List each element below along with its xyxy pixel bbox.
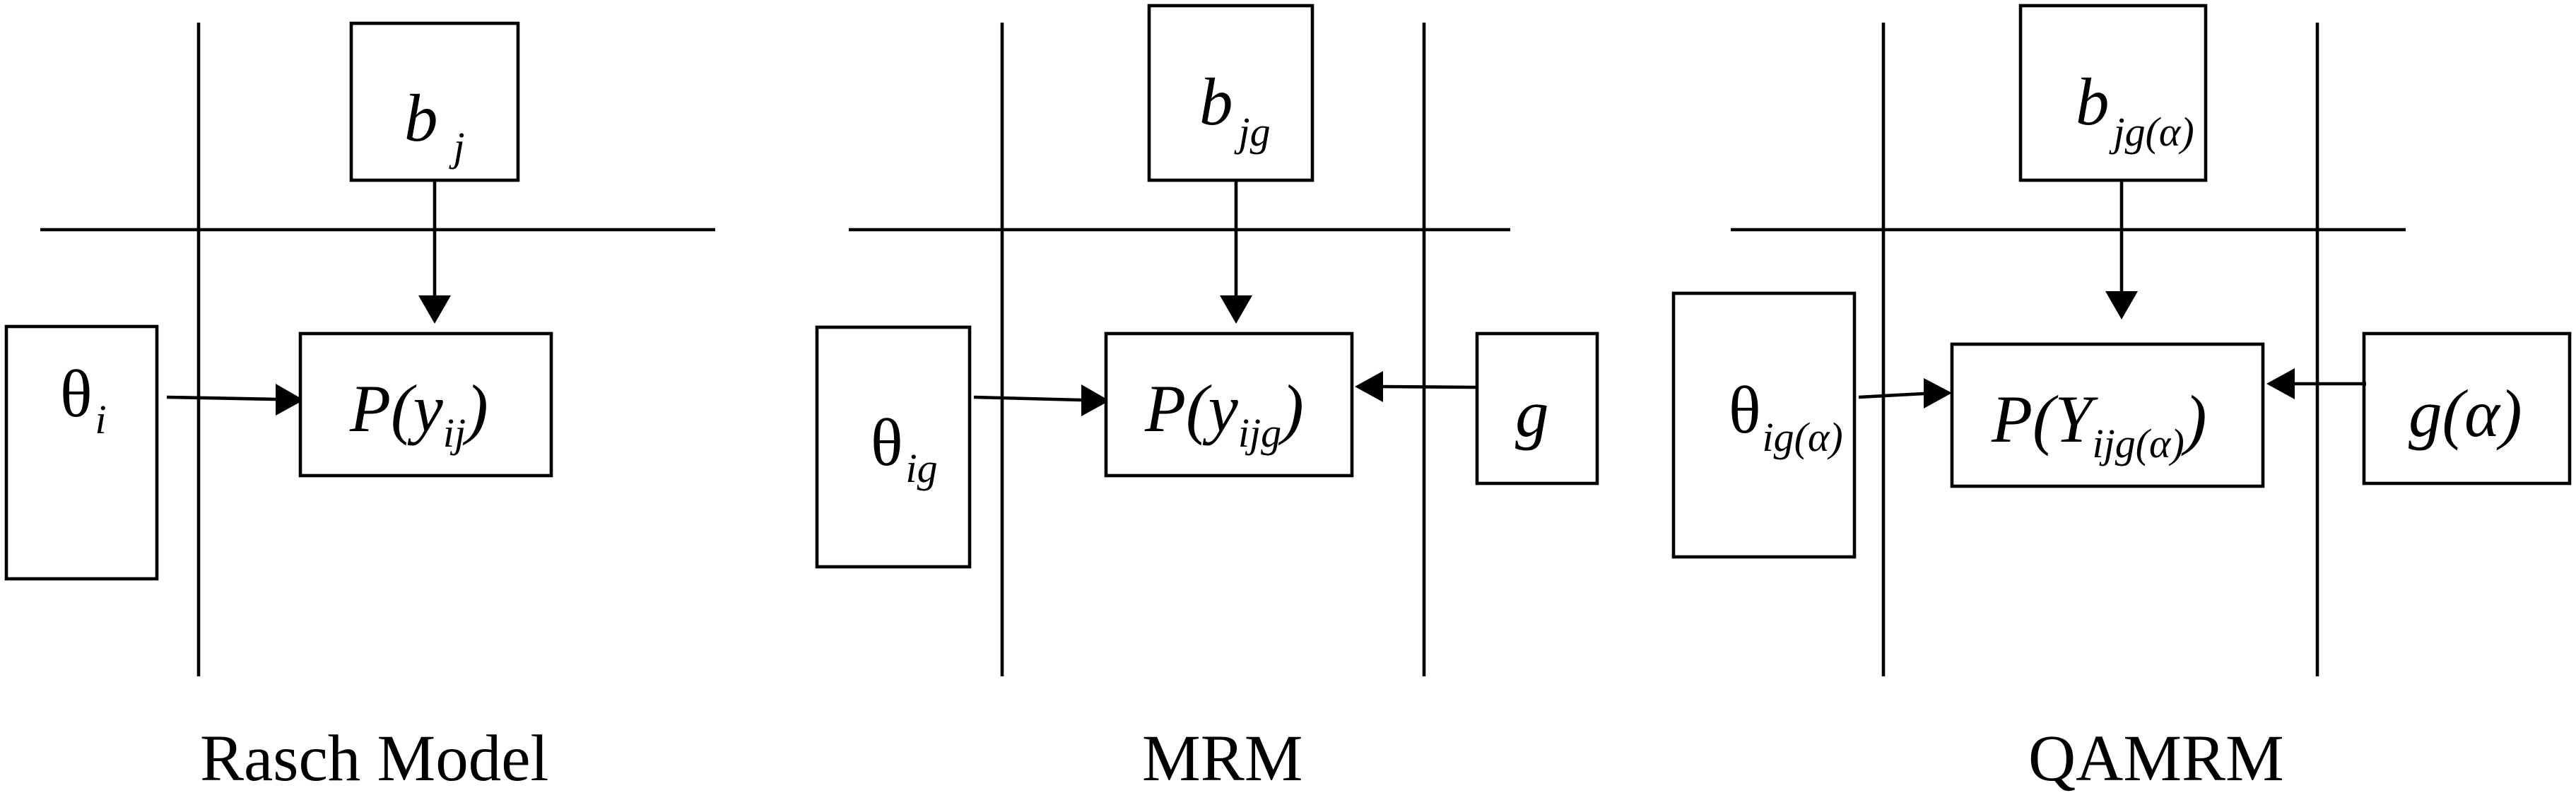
group-label: g(α) [2409, 376, 2522, 451]
probability-prefix: P( [349, 371, 417, 446]
ability-arrow-head [1081, 384, 1110, 416]
group-label: g [1515, 376, 1549, 451]
probability-variable: y [1203, 371, 1239, 446]
ability-arrow-head [276, 384, 304, 416]
probability-label: P(Yijg(α)) [1991, 382, 2206, 466]
ability-arrow-line [973, 395, 1082, 402]
difficulty-subscript: jg(α) [2109, 109, 2194, 155]
difficulty-arrow-head [1220, 295, 1252, 324]
group-box [1475, 331, 1599, 486]
probability-suffix: ) [1278, 371, 1304, 446]
probability-subscript: ij [443, 410, 466, 456]
probability-suffix: ) [2181, 382, 2207, 457]
probability-label: P(yijg) [1144, 371, 1304, 456]
difficulty-subscript: jg [1234, 109, 1271, 155]
difficulty-arrow-head [2105, 291, 2138, 319]
probability-label: P(yij) [349, 371, 488, 456]
probability-subscript: ijg(α) [2093, 420, 2184, 466]
difficulty-box [2018, 4, 2208, 182]
ability-arrow-line [1858, 392, 1924, 399]
probability-subscript: ijg [1238, 410, 1281, 456]
ability-arrow-line [166, 395, 276, 401]
group-box [2362, 331, 2572, 486]
difficulty-symbol: b [1199, 64, 1233, 139]
probability-box [1104, 331, 1354, 478]
difficulty-symbol: b [2076, 64, 2110, 139]
ability-box [4, 324, 159, 581]
probability-suffix: ) [462, 371, 488, 446]
ability-subscript: i [95, 396, 107, 442]
ability-label: θi [60, 356, 107, 442]
probability-prefix: P( [1144, 371, 1212, 446]
probability-prefix: P( [1991, 382, 2059, 457]
difficulty-arrow-head [418, 295, 451, 324]
probability-box [1950, 342, 2265, 488]
group-arrow-head [2266, 368, 2295, 399]
panel-caption: MRM [1142, 722, 1302, 795]
panel-caption: QAMRM [2028, 722, 2284, 795]
ability-subscript: ig(α) [1763, 414, 1843, 460]
ability-label: θig [871, 405, 938, 491]
ability-arrow-head [1924, 378, 1952, 408]
panel-caption: Rasch Model [200, 722, 548, 795]
ability-symbol: θ [60, 356, 93, 431]
ability-symbol: θ [871, 405, 903, 480]
ability-label: θig(α) [1729, 372, 1843, 460]
probability-box [298, 331, 553, 478]
ability-symbol: θ [1729, 372, 1761, 447]
ability-subscript: ig [906, 445, 938, 491]
difficulty-box [349, 21, 520, 182]
difficulty-box [1147, 4, 1315, 182]
probability-variable: Y [2055, 382, 2099, 457]
difficulty-symbol: b [404, 81, 438, 155]
probability-variable: y [408, 371, 444, 446]
group-arrow-head [1355, 371, 1383, 402]
ability-box [815, 325, 972, 569]
ability-box [1671, 291, 1857, 559]
